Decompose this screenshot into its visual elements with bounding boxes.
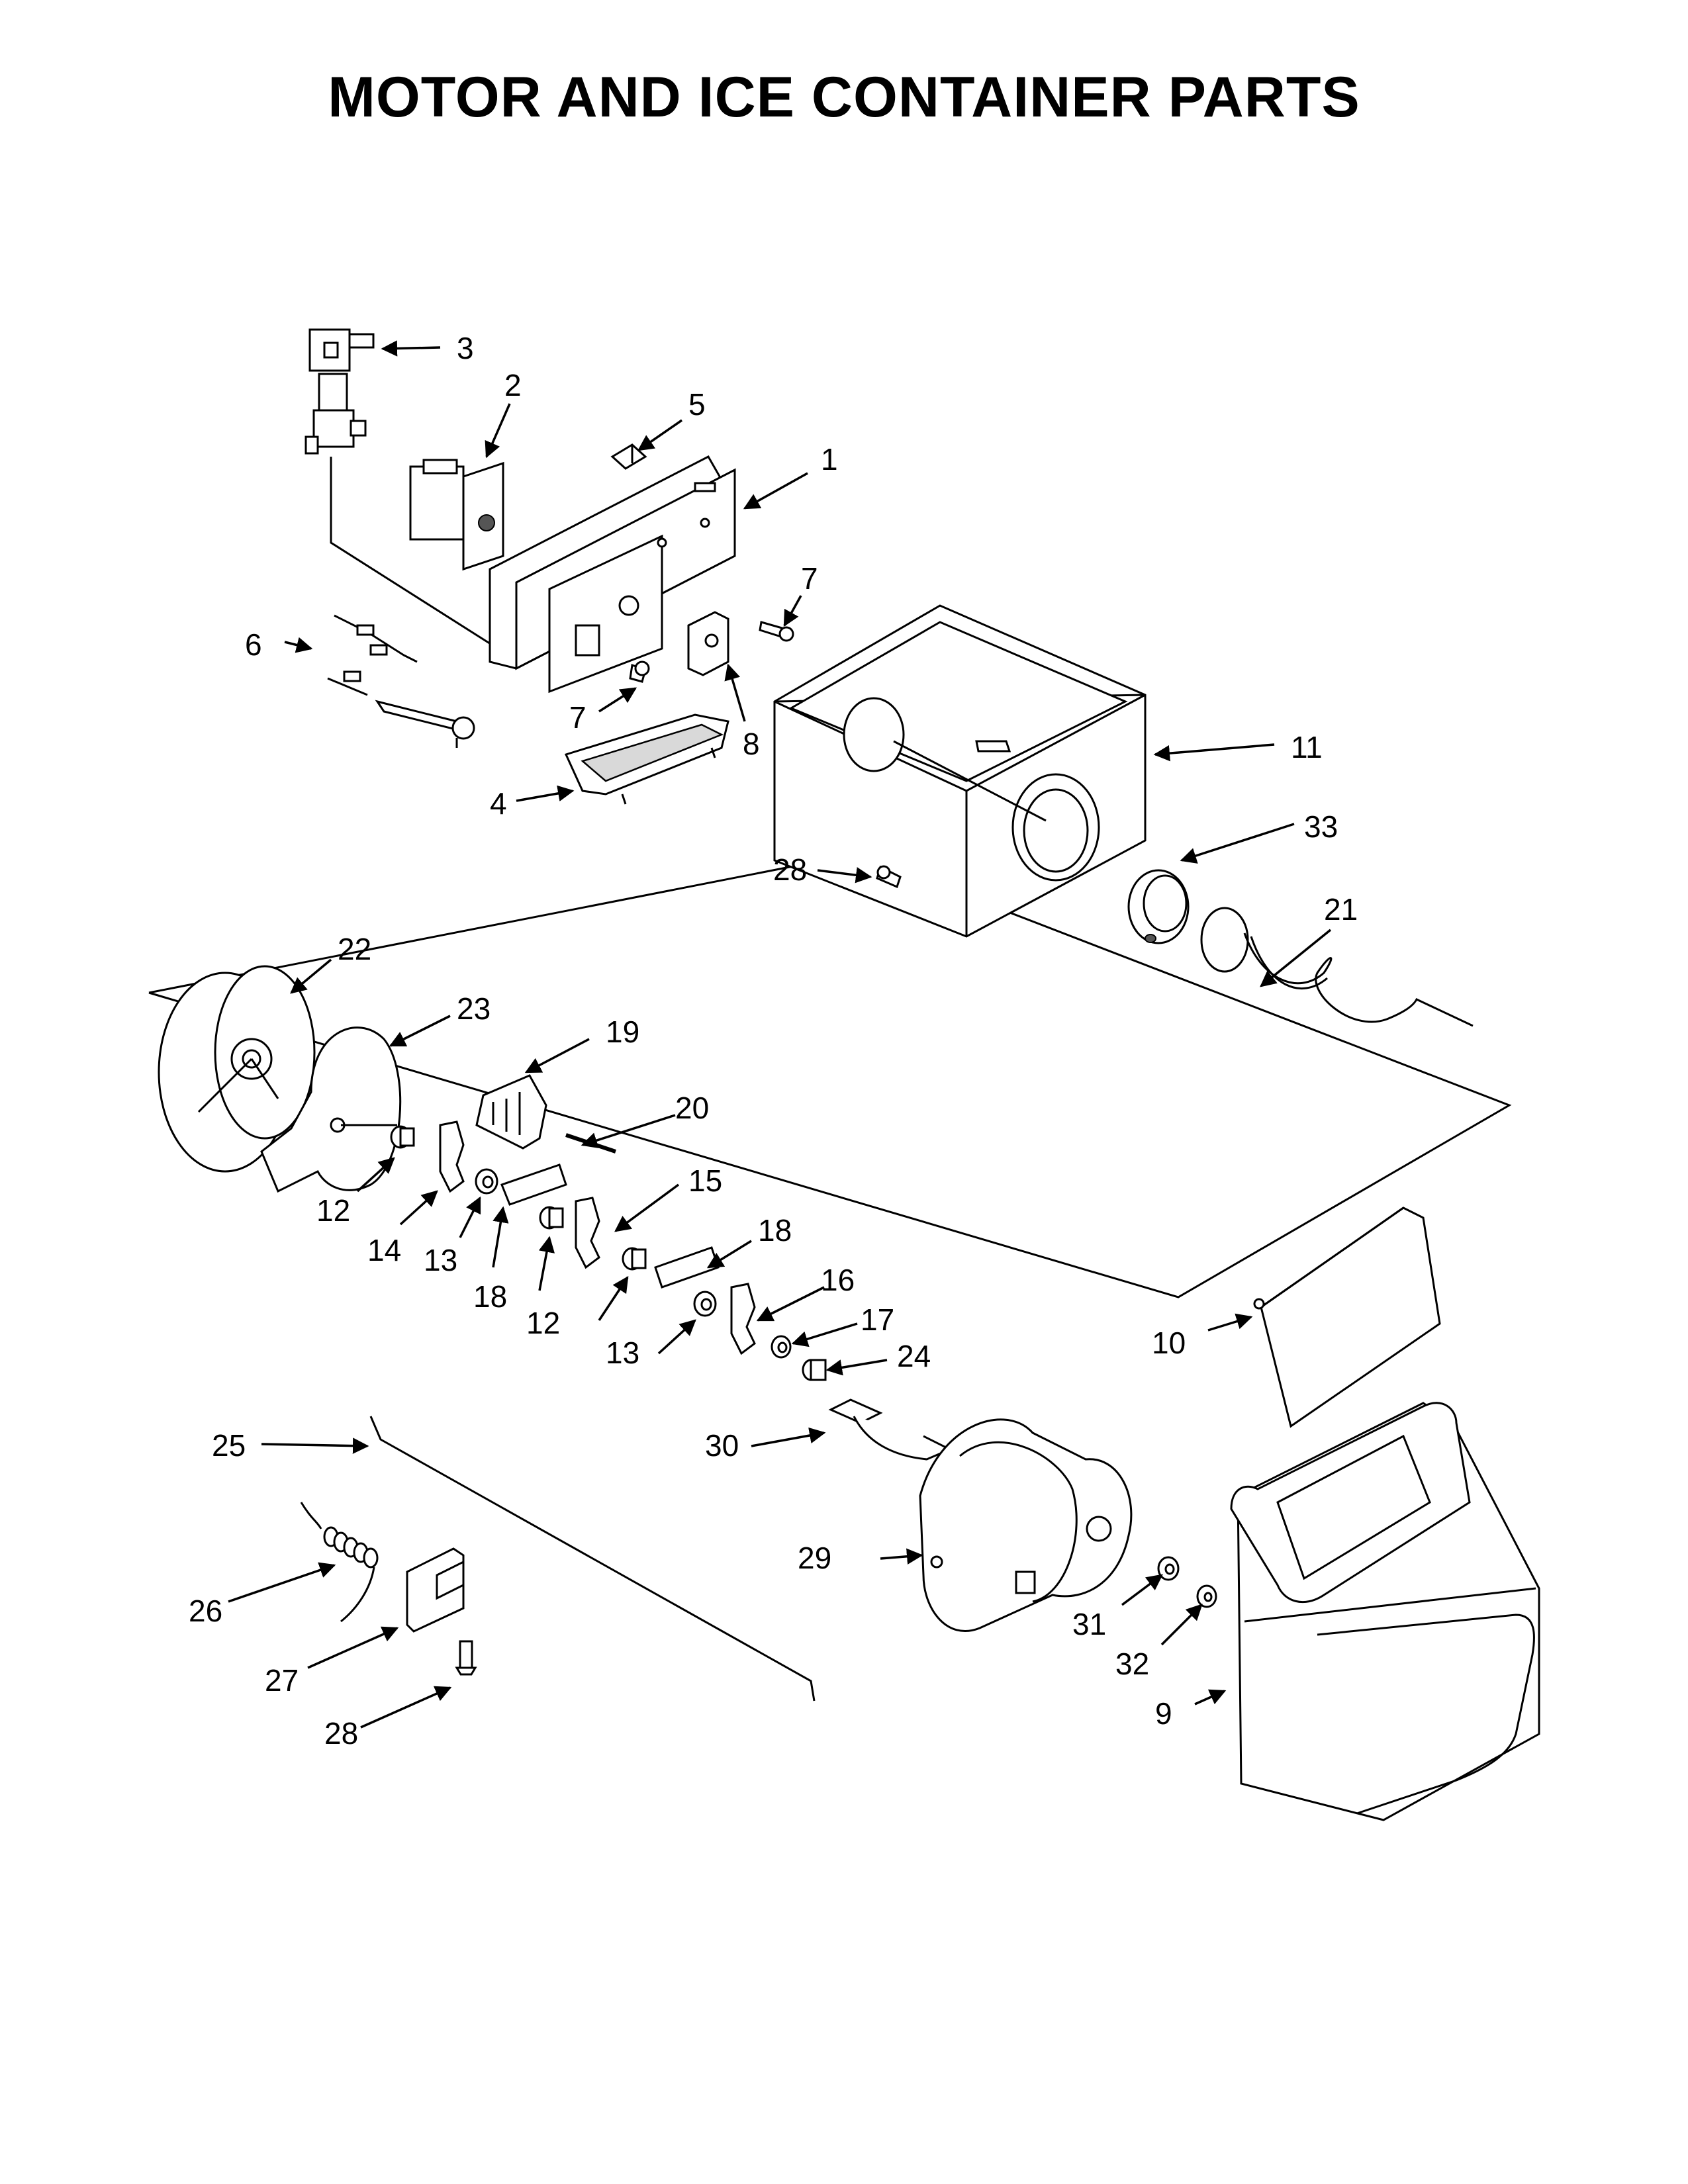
callout-label: 8 xyxy=(743,727,760,761)
callout-label: 24 xyxy=(897,1339,931,1373)
callout-label: 7 xyxy=(569,700,586,735)
callout-label: 17 xyxy=(861,1302,894,1337)
callout-label: 12 xyxy=(316,1193,350,1228)
wire-harness-part xyxy=(327,614,475,748)
callout-label: 7 xyxy=(801,561,818,596)
callout-label: 33 xyxy=(1304,809,1338,844)
spacer-part xyxy=(390,1125,415,1149)
spring-part xyxy=(300,1502,379,1623)
gear-motor-part xyxy=(919,1418,1133,1633)
blade-part xyxy=(439,1120,465,1193)
screw-part xyxy=(876,865,902,889)
callout-label: 32 xyxy=(1115,1647,1149,1681)
callout-label: 20 xyxy=(675,1091,709,1125)
callout-label: 12 xyxy=(526,1306,560,1340)
callout-label: 25 xyxy=(212,1428,246,1463)
motor-housing-part xyxy=(489,455,736,694)
spring-clip-part xyxy=(406,1547,465,1633)
washer-part xyxy=(475,1168,498,1195)
callout-label: 9 xyxy=(1155,1696,1172,1731)
front-housing-part xyxy=(1230,1402,1540,1821)
callout-label: 3 xyxy=(457,331,474,365)
callout-label: 2 xyxy=(504,368,522,402)
callout-label: 14 xyxy=(367,1233,401,1267)
callout-label: 6 xyxy=(245,627,262,662)
plate-part xyxy=(500,1163,567,1206)
ice-container-part xyxy=(773,604,1147,938)
callout-label: 13 xyxy=(606,1336,639,1370)
motor-cover-part xyxy=(564,713,729,805)
callout-label: 10 xyxy=(1152,1326,1186,1360)
washer-part xyxy=(771,1335,792,1359)
drum-part xyxy=(158,965,316,1173)
page-title: MOTOR AND ICE CONTAINER PARTS xyxy=(328,66,1360,129)
callout-label: 27 xyxy=(265,1663,299,1698)
cutter-part xyxy=(475,1074,547,1150)
water-valve-part xyxy=(305,328,375,455)
callout-label: 29 xyxy=(798,1541,831,1575)
callout-label: 18 xyxy=(758,1213,792,1248)
screw-part xyxy=(759,621,794,642)
callout-label: 26 xyxy=(189,1594,222,1628)
callout-labels: 3 2 5 1 7 6 7 8 11 4 28 33 21 22 23 19 2… xyxy=(189,331,1358,1751)
actuator-bracket-part xyxy=(828,1398,953,1461)
screw-part xyxy=(629,660,650,683)
washer-part xyxy=(693,1291,717,1317)
bushing-part xyxy=(1127,869,1190,944)
callout-label: 18 xyxy=(473,1279,507,1314)
washer-part xyxy=(1157,1556,1180,1581)
callout-label: 21 xyxy=(1324,892,1358,927)
crusher-plate-part xyxy=(260,1026,402,1193)
motor-part xyxy=(409,459,504,571)
blade-part xyxy=(575,1197,600,1269)
nut-part xyxy=(802,1359,827,1381)
callout-label: 11 xyxy=(1291,730,1323,764)
clip-ring-part xyxy=(1196,1584,1217,1608)
callout-label: 5 xyxy=(688,387,706,422)
callout-leaders xyxy=(228,340,1332,1729)
callout-label: 28 xyxy=(773,852,807,887)
auger-wire-part xyxy=(1200,907,1474,1027)
callout-label: 28 xyxy=(324,1716,358,1751)
spacer-part xyxy=(622,1247,647,1271)
bracket-part xyxy=(687,611,729,676)
reference-lines xyxy=(148,457,1512,1702)
callout-label: 23 xyxy=(457,991,491,1026)
clip-part xyxy=(610,443,647,470)
callout-label: 15 xyxy=(688,1163,722,1198)
callout-label: 16 xyxy=(821,1263,855,1297)
callout-label: 31 xyxy=(1072,1607,1106,1641)
callout-label: 30 xyxy=(705,1428,739,1463)
blade-part xyxy=(730,1283,756,1355)
screw-part xyxy=(455,1640,477,1676)
callout-label: 19 xyxy=(606,1015,639,1049)
door-flap-part xyxy=(1253,1206,1441,1428)
callout-label: 13 xyxy=(424,1243,457,1277)
spacer-part xyxy=(539,1206,564,1230)
callout-label: 22 xyxy=(338,932,371,966)
callout-label: 4 xyxy=(490,786,507,821)
callout-label: 1 xyxy=(821,442,838,477)
